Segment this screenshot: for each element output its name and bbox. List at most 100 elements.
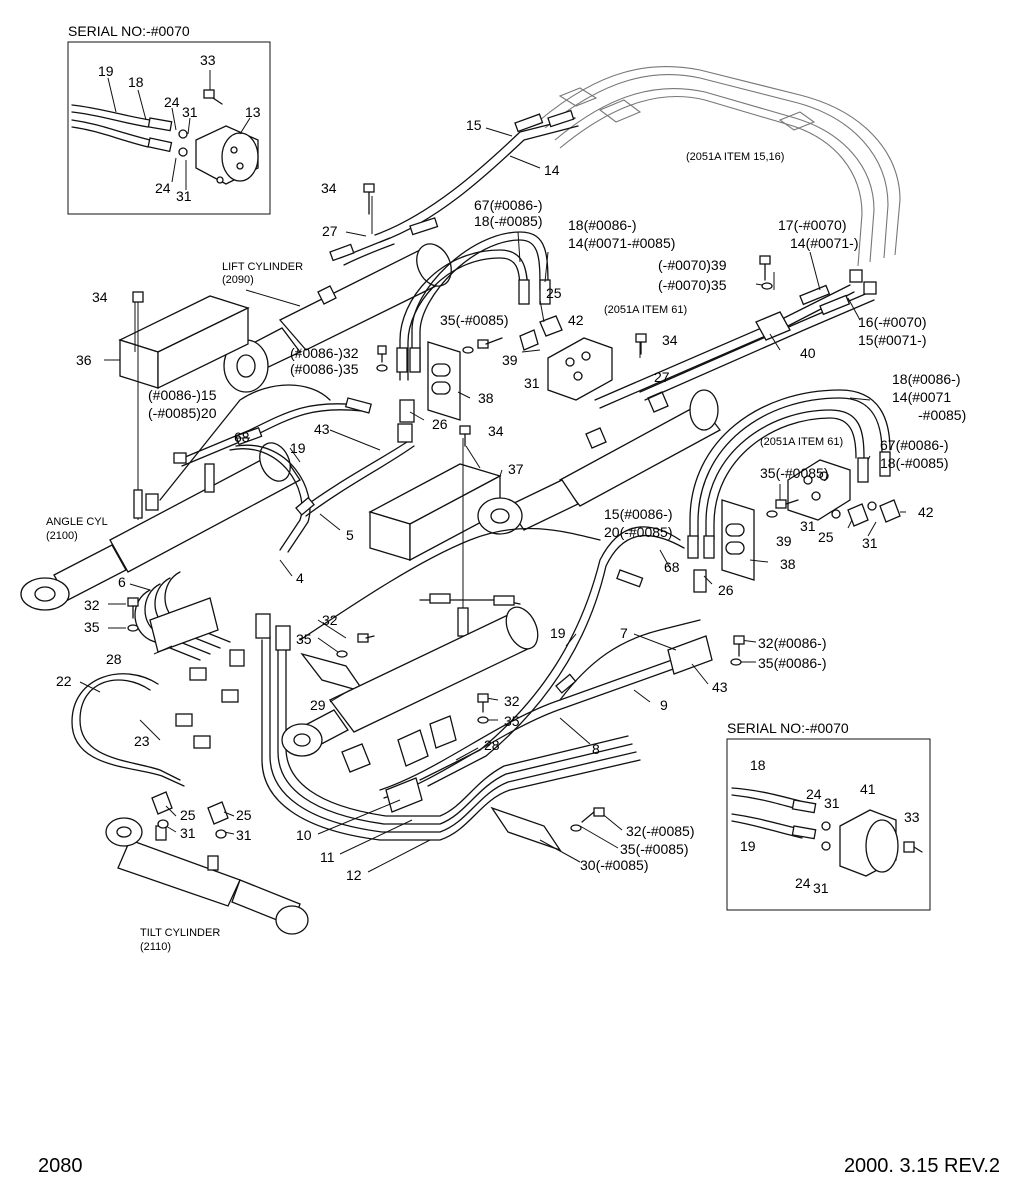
callout: (-#0085)20 xyxy=(148,405,217,421)
callout: 14(#0071-#0085) xyxy=(568,235,675,251)
callout: 19 xyxy=(98,63,114,79)
angle-cyl-ref: (2100) xyxy=(46,530,78,542)
callout: 35(-#0085) xyxy=(760,465,829,481)
callout: 32(-#0085) xyxy=(626,823,695,839)
callout: 16(-#0070) xyxy=(858,314,927,330)
callout: 19 xyxy=(740,838,756,854)
callout: 43 xyxy=(314,421,330,437)
inset-top-left-labels: SERIAL NO:-#0070 33 19 18 24 31 13 24 31 xyxy=(68,23,261,204)
callout: 31 xyxy=(824,795,840,811)
callout: 29 xyxy=(310,697,326,713)
tilt-cylinder-ref: (2110) xyxy=(140,941,171,953)
angle-cylinder xyxy=(20,442,301,611)
lift-cylinder-left xyxy=(223,243,452,393)
callout: 68 xyxy=(664,559,680,575)
callout: 40 xyxy=(800,345,816,361)
lower-fittings xyxy=(149,597,713,852)
hoses-center xyxy=(396,231,551,381)
callout: 24 xyxy=(795,875,811,891)
main-pipes-ghost xyxy=(539,65,901,267)
callout: 34 xyxy=(321,180,337,196)
callout: 32 xyxy=(504,693,520,709)
callout: -#0085) xyxy=(918,407,966,423)
callout: 28 xyxy=(484,737,500,753)
callout: 37 xyxy=(508,461,524,477)
callout: 27 xyxy=(322,223,338,239)
callout: (#0086-)15 xyxy=(148,387,217,403)
inset-top-left-title: SERIAL NO:-#0070 xyxy=(68,23,190,39)
callout: 35 xyxy=(504,713,520,729)
lift-cylinder-lower xyxy=(281,593,539,757)
leader-lines xyxy=(79,127,906,873)
callout: 36 xyxy=(76,352,92,368)
callout: 32 xyxy=(322,612,338,628)
callout: 5 xyxy=(346,527,354,543)
callout: 30(-#0085) xyxy=(580,857,649,873)
tilt-cylinder-label: TILT CYLINDER xyxy=(140,927,220,939)
callout: 19 xyxy=(550,625,566,641)
callout: 67(#0086-) xyxy=(880,437,949,453)
callout: 35 xyxy=(84,619,100,635)
page-number: 2080 xyxy=(38,1155,83,1177)
callout: 67(#0086-) xyxy=(474,197,543,213)
footer: 2080 2000. 3.15 REV.2 xyxy=(38,1155,1000,1177)
bolts-washers xyxy=(127,183,877,839)
main-callouts: 15 14 34 27 67(#0086-) 18(-#0085) 18(#00… xyxy=(56,117,966,883)
callout: 27 xyxy=(654,369,670,385)
inset-bottom-right-title: SERIAL NO:-#0070 xyxy=(727,720,849,736)
callout: 39 xyxy=(776,533,792,549)
callout: 7 xyxy=(620,625,628,641)
callout: 15 xyxy=(466,117,482,133)
callout: 18(#0086-) xyxy=(892,371,961,387)
callout: 11 xyxy=(320,849,335,865)
callout: 18(-#0085) xyxy=(474,213,543,229)
hoses-14-15 xyxy=(329,109,579,266)
callout: 28 xyxy=(106,651,122,667)
lift-cylinder-right xyxy=(477,389,721,535)
callout: 34 xyxy=(92,289,108,305)
callout: 38 xyxy=(780,556,796,572)
callout: 8 xyxy=(592,741,600,757)
lift-cylinder-ref: (2090) xyxy=(222,274,254,286)
callout: 35 xyxy=(296,631,312,647)
callout: 42 xyxy=(918,504,934,520)
callout: 25 xyxy=(180,807,196,823)
callout: 19 xyxy=(290,440,306,456)
callout: 15(#0086-) xyxy=(604,506,673,522)
callout: 32(#0086-) xyxy=(758,635,827,651)
callout: 43 xyxy=(712,679,728,695)
callout: 25 xyxy=(818,529,834,545)
callout: (#0086-)32 xyxy=(290,345,359,361)
callout: 34 xyxy=(662,332,678,348)
ref-item-61-lower: (2051A ITEM 61) xyxy=(760,436,843,448)
flange-item-61-lower xyxy=(787,459,901,527)
callout: 20(-#0085) xyxy=(604,524,673,540)
callout: 10 xyxy=(296,827,312,843)
component-labels: LIFT CYLINDER (2090) ANGLE CYL (2100) TI… xyxy=(46,151,843,953)
callout: 68 xyxy=(234,429,250,445)
callout: 13 xyxy=(245,104,261,120)
callout: 9 xyxy=(660,697,668,713)
inset-bottom-right xyxy=(726,738,931,911)
revision-date: 2000. 3.15 REV.2 xyxy=(844,1155,1000,1177)
callout: 14 xyxy=(544,162,560,178)
callout: 24 xyxy=(164,94,180,110)
callout: 6 xyxy=(118,574,126,590)
callout: 15(#0071-) xyxy=(858,332,927,348)
callout: 18 xyxy=(128,74,144,90)
callout: (#0086-)35 xyxy=(290,361,359,377)
callout: 26 xyxy=(432,416,448,432)
callout: 31 xyxy=(182,104,198,120)
hoses-left xyxy=(159,384,415,553)
callout: 35(-#0085) xyxy=(440,312,509,328)
callout: 33 xyxy=(904,809,920,825)
clamp-38-lower xyxy=(693,499,755,593)
clamp-38-upper xyxy=(397,341,461,443)
callout: 14(#0071 xyxy=(892,389,951,405)
tilt-cylinder xyxy=(105,791,309,935)
hoses-right xyxy=(687,389,891,559)
callout: 25 xyxy=(236,807,252,823)
spacer-block-37 xyxy=(368,438,502,640)
